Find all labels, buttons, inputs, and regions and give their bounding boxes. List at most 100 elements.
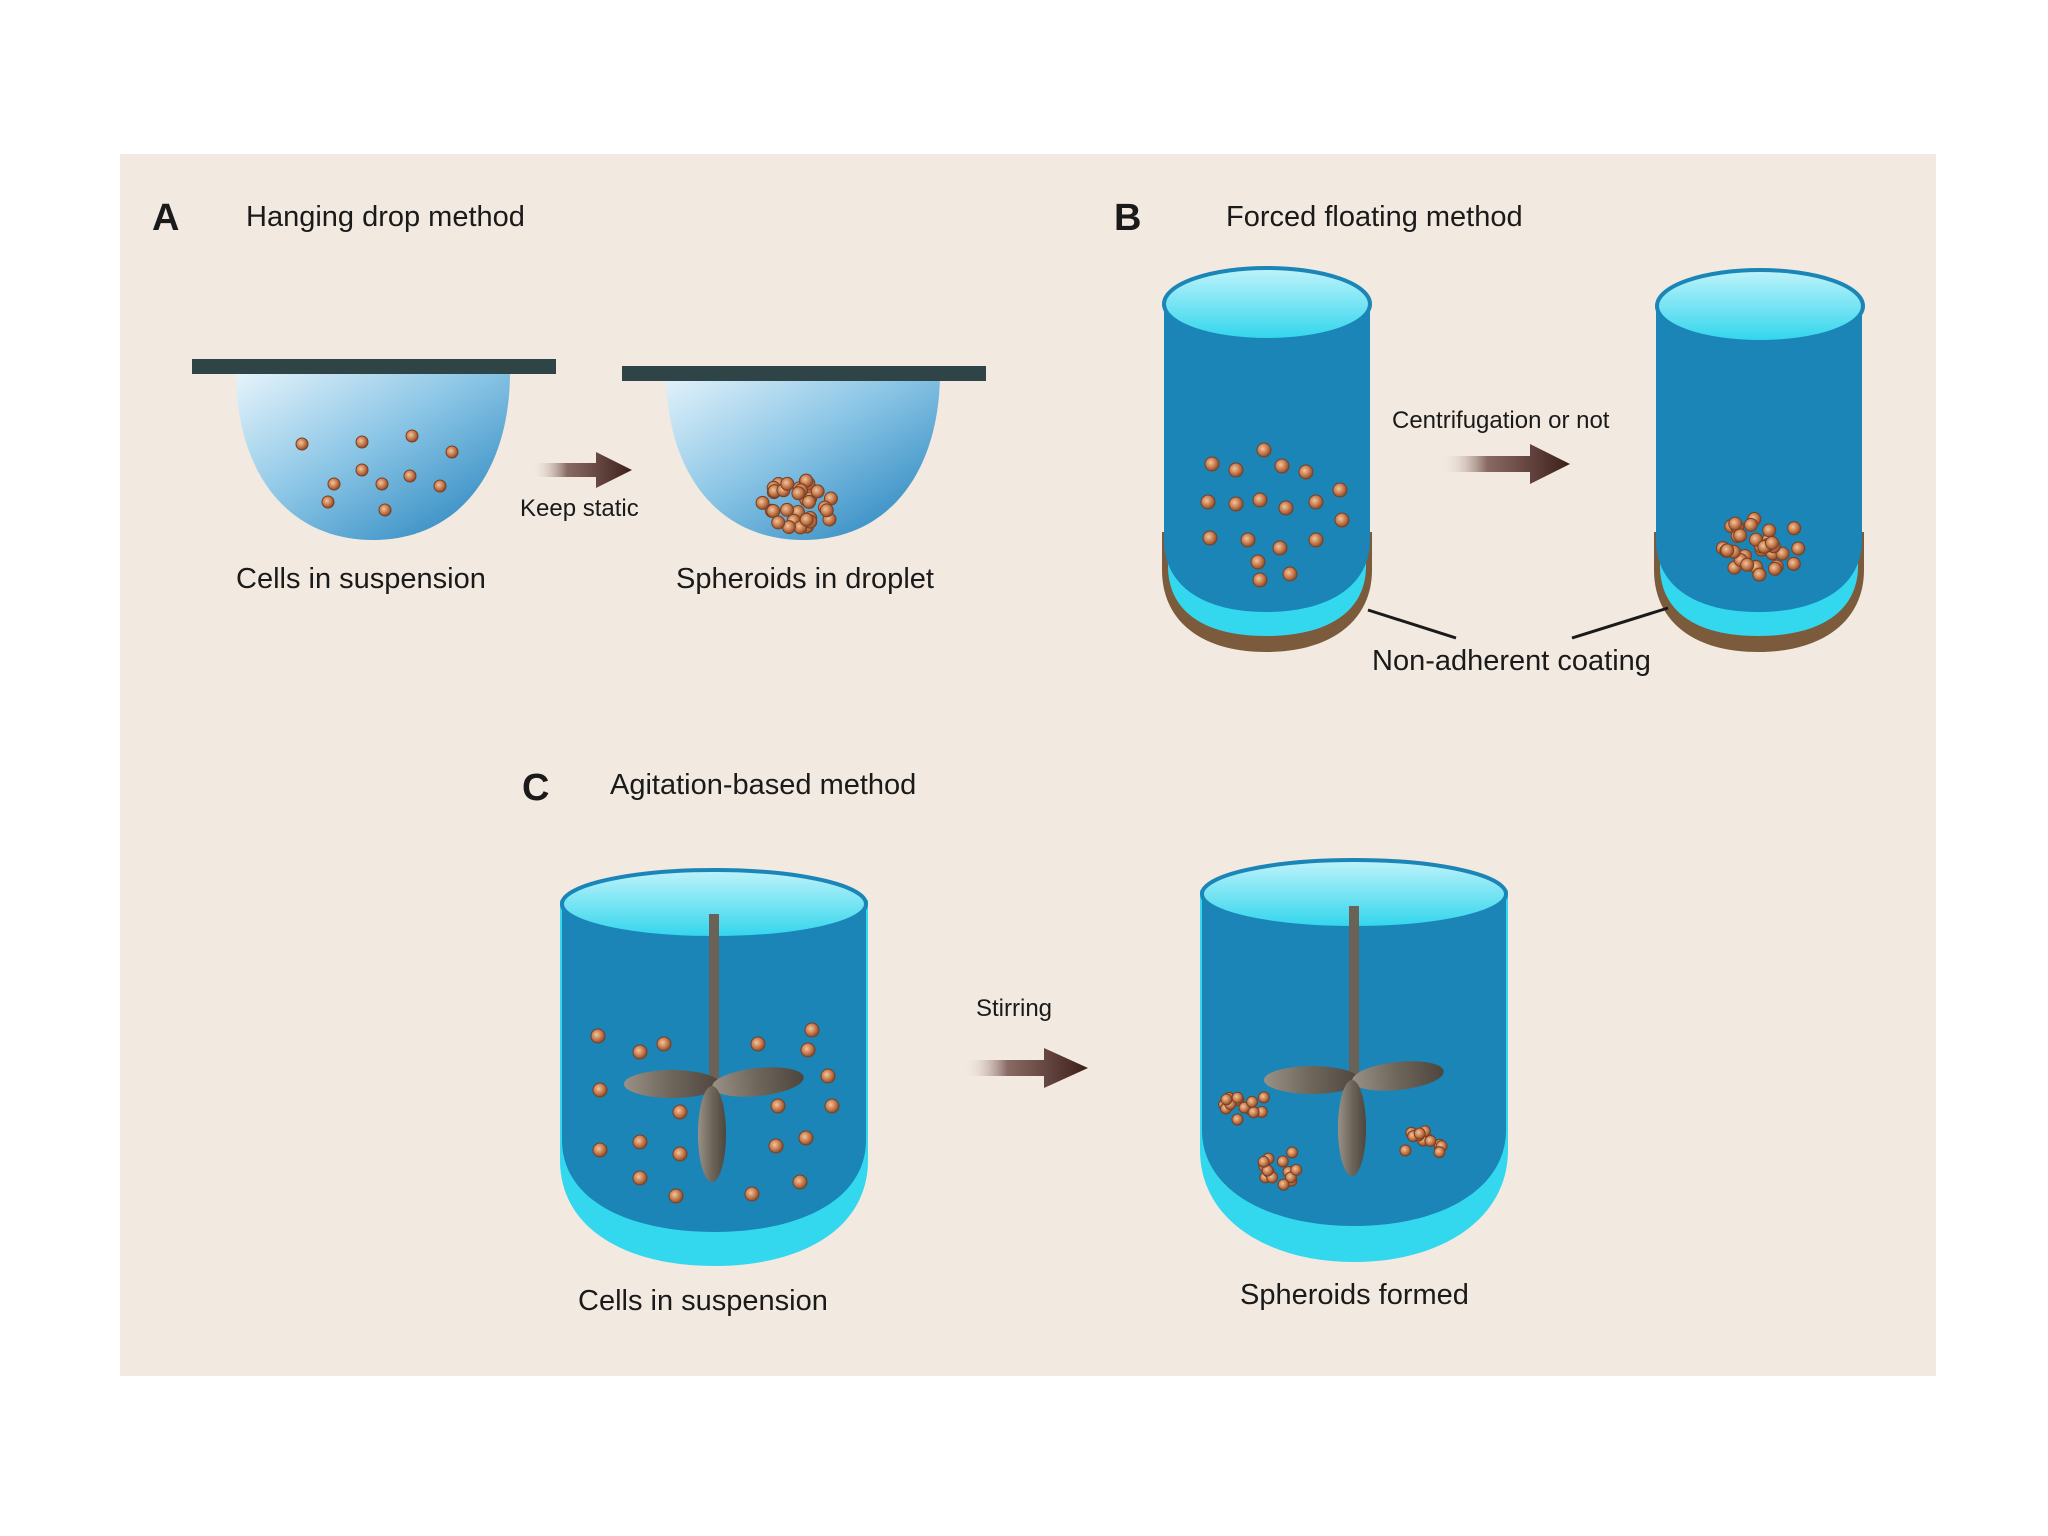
cell [1399,1144,1412,1157]
cell [1282,566,1298,582]
cell [799,512,814,527]
panel-a-letter: A [152,197,179,239]
cell [1246,1095,1259,1108]
cell [355,463,369,477]
caption-cells-in-suspension-c: Cells in suspension [578,1285,828,1317]
stirrer-blade-left-1 [624,1070,720,1098]
cell [750,1036,766,1052]
arrow-stirring [964,1048,1088,1088]
tube-opening-left [1162,266,1372,342]
cell [1257,1091,1270,1104]
cell [1413,1127,1426,1140]
cell [800,1042,816,1058]
cell [1204,456,1220,472]
cell [378,503,392,517]
cell [771,515,786,530]
panel-c-title: Agitation-based method [610,769,916,801]
pointer-line-right [1571,606,1669,640]
label-centrifugation: Centrifugation or not [1392,407,1610,434]
cell [1276,1155,1289,1168]
cell [1240,532,1256,548]
cell [1286,1146,1299,1159]
arrow-centrifugation [1442,444,1570,484]
tube-body-left [1164,306,1370,612]
cell [810,484,825,499]
stirrer-blade-left-2 [712,1067,804,1097]
spheroid-a [755,473,838,535]
panel-background [120,154,1936,1376]
cell [632,1170,648,1186]
cell [1290,1163,1303,1176]
cell [375,477,389,491]
tube-cells-suspension [1162,266,1372,652]
caption-spheroids-in-droplet: Spheroids in droplet [676,563,934,595]
panel-c-letter: C [522,767,549,809]
cell [1277,1178,1290,1191]
cell [1334,512,1350,528]
arrow-keep-static [532,452,632,488]
cell [403,469,417,483]
droplet-right [666,372,940,540]
cell [592,1082,608,1098]
cell [1228,496,1244,512]
cell [1272,540,1288,556]
stirrer-blade-right-2 [1352,1061,1444,1091]
cell [592,1142,608,1158]
cell [1298,464,1314,480]
cell [1252,572,1268,588]
panel-b-title: Forced floating method [1226,201,1523,233]
cell [1733,528,1748,543]
cell [445,445,459,459]
cell [1720,543,1735,558]
cell [1202,530,1218,546]
cell [1200,494,1216,510]
spheroids-c [1218,1091,1448,1191]
cell [1231,1113,1244,1126]
cell [295,437,309,451]
cell [433,479,447,493]
droplet-spheroids [622,366,986,540]
droplet-left [236,372,510,540]
cell [355,435,369,449]
cell [768,1138,784,1154]
cell [755,495,770,510]
cell [819,503,834,518]
cell [632,1044,648,1060]
tube-opening-right [1655,268,1865,344]
cell [770,1098,786,1114]
cell [1220,1093,1233,1106]
label-stirring: Stirring [976,995,1052,1022]
cell [792,1174,808,1190]
panel-a-title: Hanging drop method [246,201,525,233]
cell [744,1186,760,1202]
cell [1256,442,1272,458]
caption-cells-in-suspension-a: Cells in suspension [236,563,486,595]
cell [672,1104,688,1120]
cell [1787,521,1802,536]
cell [1250,554,1266,570]
caption-spheroids-formed: Spheroids formed [1240,1279,1469,1311]
cell [802,494,817,509]
cell [1767,561,1782,576]
cell [1762,523,1777,538]
cell [1228,462,1244,478]
label-non-adherent-coating: Non-adherent coating [1372,645,1651,677]
cell [672,1146,688,1162]
panel-b-letter: B [1114,197,1141,239]
slide-plate-left [192,359,556,374]
stirrer-blade-right-1 [1264,1066,1360,1094]
cell [820,1068,836,1084]
cell [1765,535,1780,550]
cell [780,502,795,517]
stirrer-blade-right-3 [1338,1080,1366,1176]
droplet-cells-suspension [192,359,556,540]
cell [1308,494,1324,510]
cell [405,429,419,443]
cell [1752,567,1767,582]
stirrer-left [624,914,804,1182]
cell [1252,492,1268,508]
cell [780,476,795,491]
slide-plate-right [622,366,986,381]
scattered-cells-a [295,429,459,517]
panel-a: A Hanging drop method Cells in suspensio… [152,197,986,595]
